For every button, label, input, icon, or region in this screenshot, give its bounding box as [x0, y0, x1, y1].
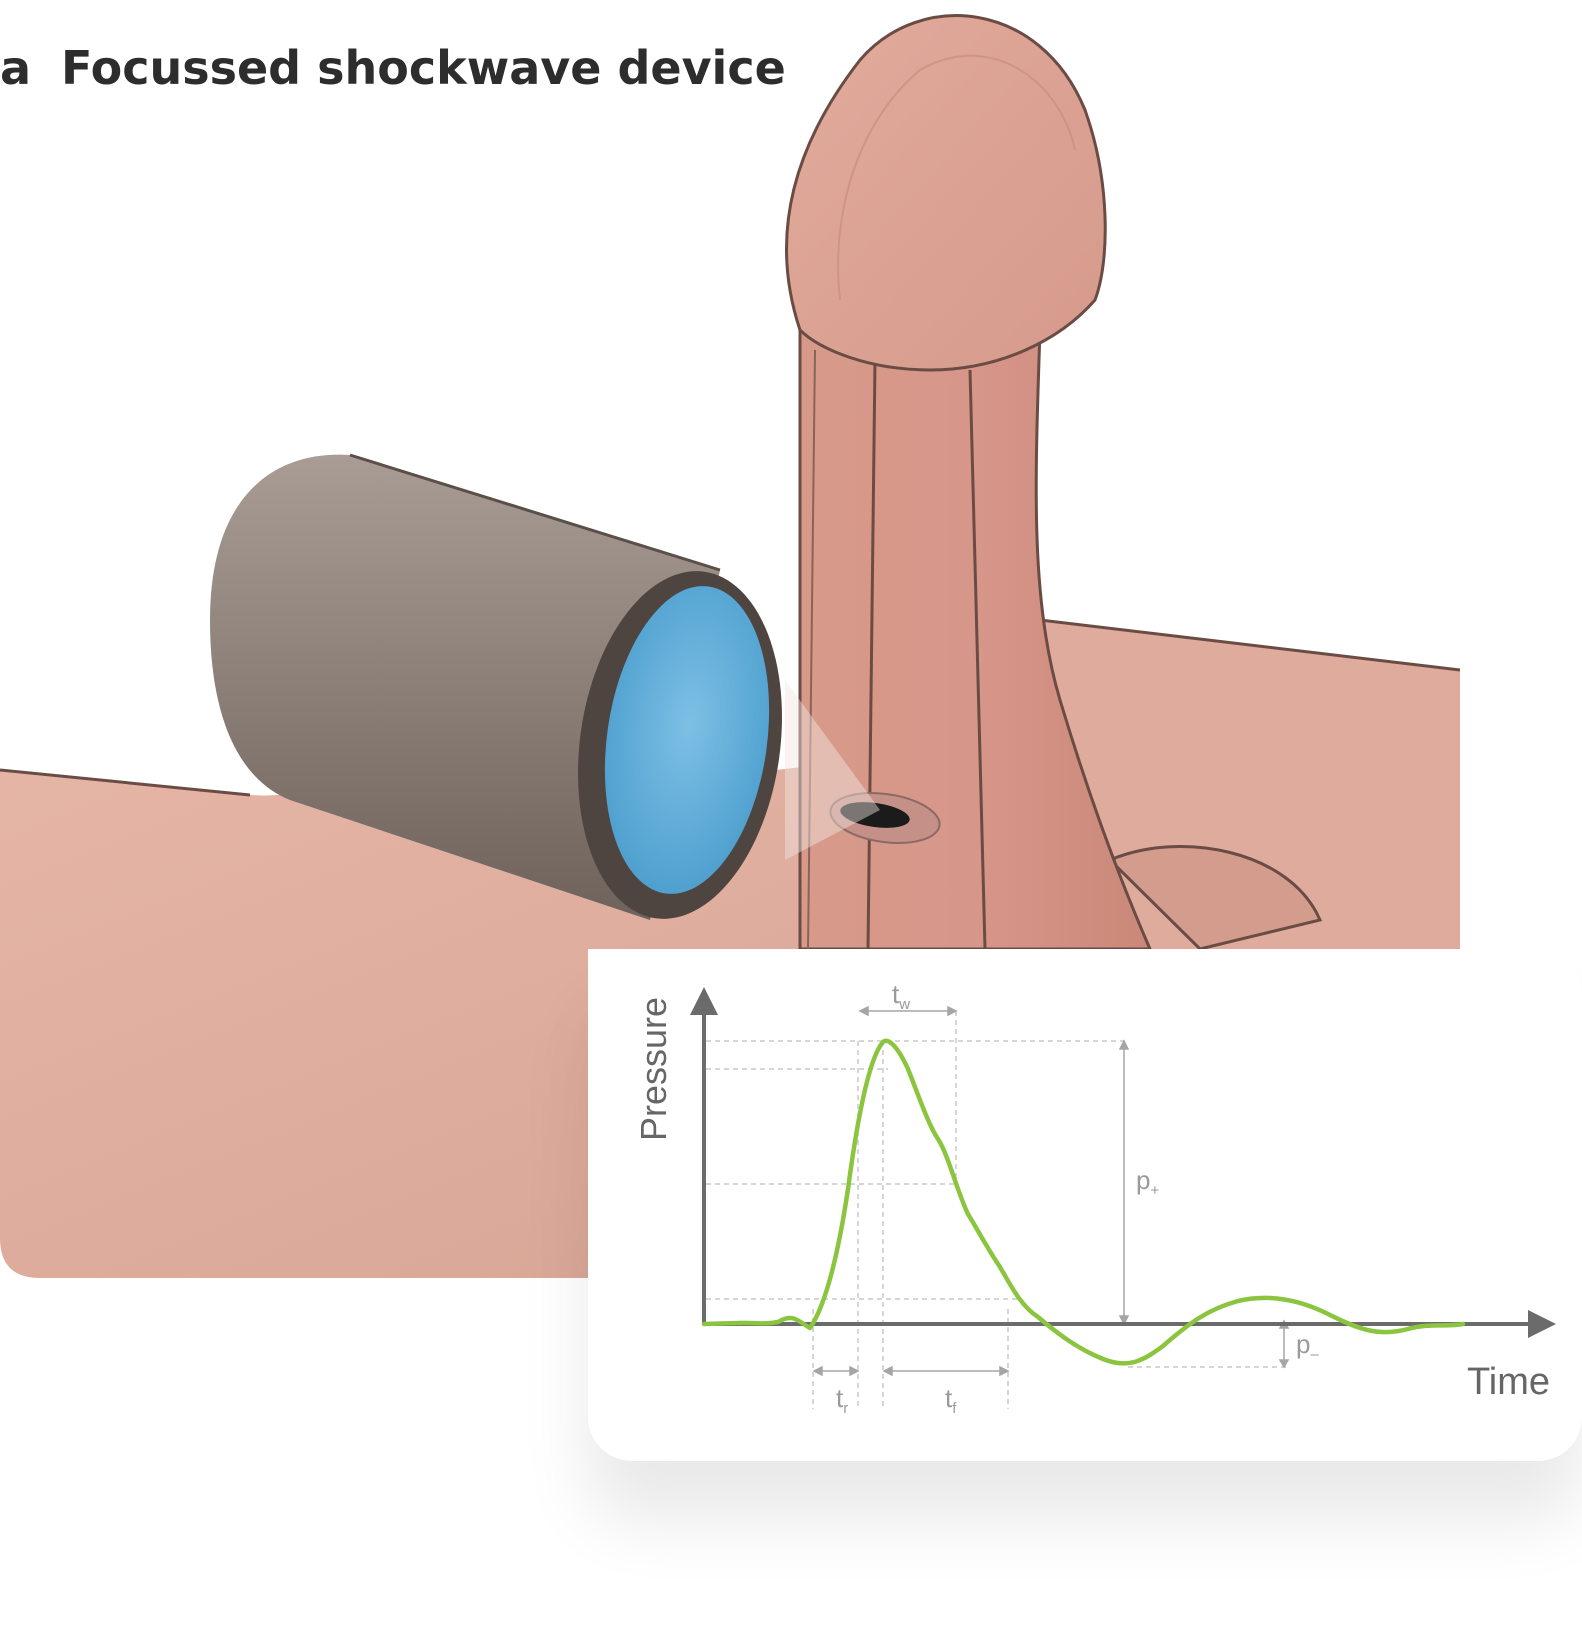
- tf-bracket: [882, 1365, 1010, 1377]
- tr-label: tr: [836, 1383, 848, 1417]
- p-plus-bracket: [1118, 1039, 1130, 1326]
- pressure-time-graph: Pressure Time tw tr tf p+ p–: [633, 979, 1556, 1417]
- y-axis-arrow: [690, 987, 718, 1015]
- tr-bracket: [812, 1365, 860, 1377]
- guide-lines: [706, 1011, 1288, 1409]
- tw-bracket: [858, 1005, 958, 1017]
- figure-title: a Focussed shockwave device: [0, 38, 786, 98]
- pressure-graph-card: Pressure Time tw tr tf p+ p–: [588, 949, 1582, 1461]
- shockwave-device: [210, 453, 782, 920]
- p-plus-label: p+: [1136, 1165, 1159, 1199]
- pressure-waveform: [701, 1038, 1466, 1366]
- glans: [785, 14, 1107, 372]
- tw-label: tw: [892, 979, 910, 1013]
- p-minus-bracket: [1278, 1319, 1290, 1369]
- axes: [690, 987, 1556, 1338]
- p-minus-label: p–: [1296, 1329, 1319, 1363]
- title-text: Focussed shockwave device: [61, 41, 786, 95]
- device-lens: [604, 586, 770, 894]
- tf-label: tf: [945, 1383, 957, 1417]
- y-axis-label: Pressure: [633, 997, 674, 1141]
- panel-letter: a: [0, 41, 32, 95]
- scrotum: [1107, 845, 1323, 951]
- x-axis-arrow: [1528, 1310, 1556, 1338]
- x-axis-label: Time: [1467, 1361, 1550, 1403]
